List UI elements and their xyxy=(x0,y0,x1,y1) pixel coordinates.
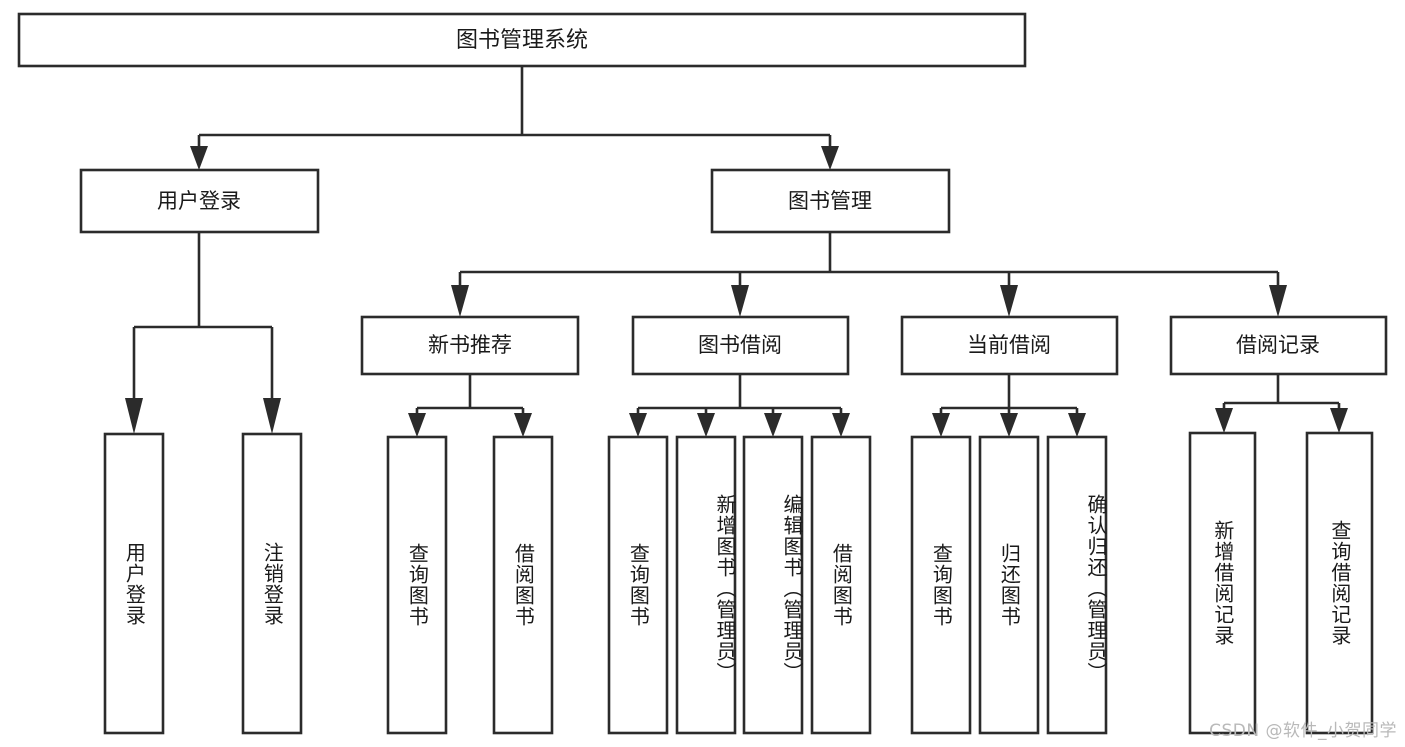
arrowhead-book-manage xyxy=(821,146,839,170)
leaf-box-edit-book[interactable] xyxy=(742,435,804,735)
node-user-login-label: 用户登录 xyxy=(157,189,241,213)
node-new-book-recommend-box[interactable] xyxy=(360,315,580,376)
node-borrow-record[interactable]: 借阅记录 xyxy=(1169,315,1388,376)
arrowhead-user-login xyxy=(190,146,208,170)
arrowhead-borrow-record xyxy=(1269,285,1287,317)
node-book-manage-box[interactable] xyxy=(710,168,951,234)
node-root[interactable]: 图书管理系统 xyxy=(17,12,1027,68)
node-user-login[interactable]: 用户登录 xyxy=(79,168,320,234)
node-user-login-box[interactable] xyxy=(79,168,320,234)
arrowhead-book-borrow xyxy=(731,285,749,317)
arrowhead-leaf-add-record xyxy=(1215,408,1233,433)
leaf-box-query-book-2[interactable] xyxy=(607,435,669,735)
node-book-manage-label: 图书管理 xyxy=(788,189,872,213)
connector-group xyxy=(125,66,1348,437)
arrowhead-new-book-recommend xyxy=(451,285,469,317)
leaf-box-confirm-return[interactable] xyxy=(1046,435,1108,735)
arrowhead-leaf-query-record xyxy=(1330,408,1348,433)
node-current-borrow-label: 当前借阅 xyxy=(967,333,1051,357)
arrowhead-leaf-add-book xyxy=(697,413,715,437)
leaf-boxes-user-login xyxy=(103,432,303,735)
node-borrow-record-box[interactable] xyxy=(1169,315,1388,376)
leaf-boxes-current-borrow xyxy=(910,435,1108,735)
leaf-box-query-book-1[interactable] xyxy=(386,435,448,735)
node-borrow-record-label: 借阅记录 xyxy=(1236,333,1320,357)
node-book-borrow[interactable]: 图书借阅 xyxy=(631,315,850,376)
node-current-borrow[interactable]: 当前借阅 xyxy=(900,315,1119,376)
arrowhead-leaf-edit-book xyxy=(764,413,782,437)
node-book-manage[interactable]: 图书管理 xyxy=(710,168,951,234)
arrowhead-leaf-user-logout xyxy=(263,398,281,434)
leaf-boxes-borrow-record xyxy=(1188,431,1374,735)
node-new-book-recommend[interactable]: 新书推荐 xyxy=(360,315,580,376)
arrowhead-leaf-borrow-book-2 xyxy=(832,413,850,437)
arrowhead-leaf-query-book-2 xyxy=(629,413,647,437)
arrowhead-leaf-user-login xyxy=(125,398,143,434)
arrowhead-current-borrow xyxy=(1000,285,1018,317)
arrowhead-leaf-confirm-return xyxy=(1068,413,1086,437)
leaf-box-borrow-book-1[interactable] xyxy=(492,435,554,735)
watermark-text: CSDN @软件_小贺同学 xyxy=(1209,721,1397,741)
node-current-borrow-box[interactable] xyxy=(900,315,1119,376)
leaf-box-add-record[interactable] xyxy=(1188,431,1257,735)
leaf-box-return-book[interactable] xyxy=(978,435,1040,735)
leaf-box-query-book-3[interactable] xyxy=(910,435,972,735)
arrowhead-leaf-return-book xyxy=(1000,413,1018,437)
arrowhead-leaf-query-book-3 xyxy=(932,413,950,437)
node-book-borrow-label: 图书借阅 xyxy=(698,333,782,357)
arrowhead-leaf-query-book-1 xyxy=(408,413,426,437)
arrowhead-leaf-borrow-book-1 xyxy=(514,413,532,437)
node-new-book-recommend-label: 新书推荐 xyxy=(428,333,512,357)
node-root-box[interactable] xyxy=(17,12,1027,68)
leaf-boxes-new-book-recommend xyxy=(386,435,554,735)
leaf-box-query-record[interactable] xyxy=(1305,431,1374,735)
node-book-borrow-box[interactable] xyxy=(631,315,850,376)
leaf-box-user-login[interactable] xyxy=(103,432,165,735)
node-root-label: 图书管理系统 xyxy=(456,28,588,53)
leaf-box-add-book[interactable] xyxy=(675,435,737,735)
leaf-box-user-logout[interactable] xyxy=(241,432,303,735)
leaf-box-borrow-book-2[interactable] xyxy=(810,435,872,735)
leaf-boxes-book-borrow xyxy=(607,435,872,735)
